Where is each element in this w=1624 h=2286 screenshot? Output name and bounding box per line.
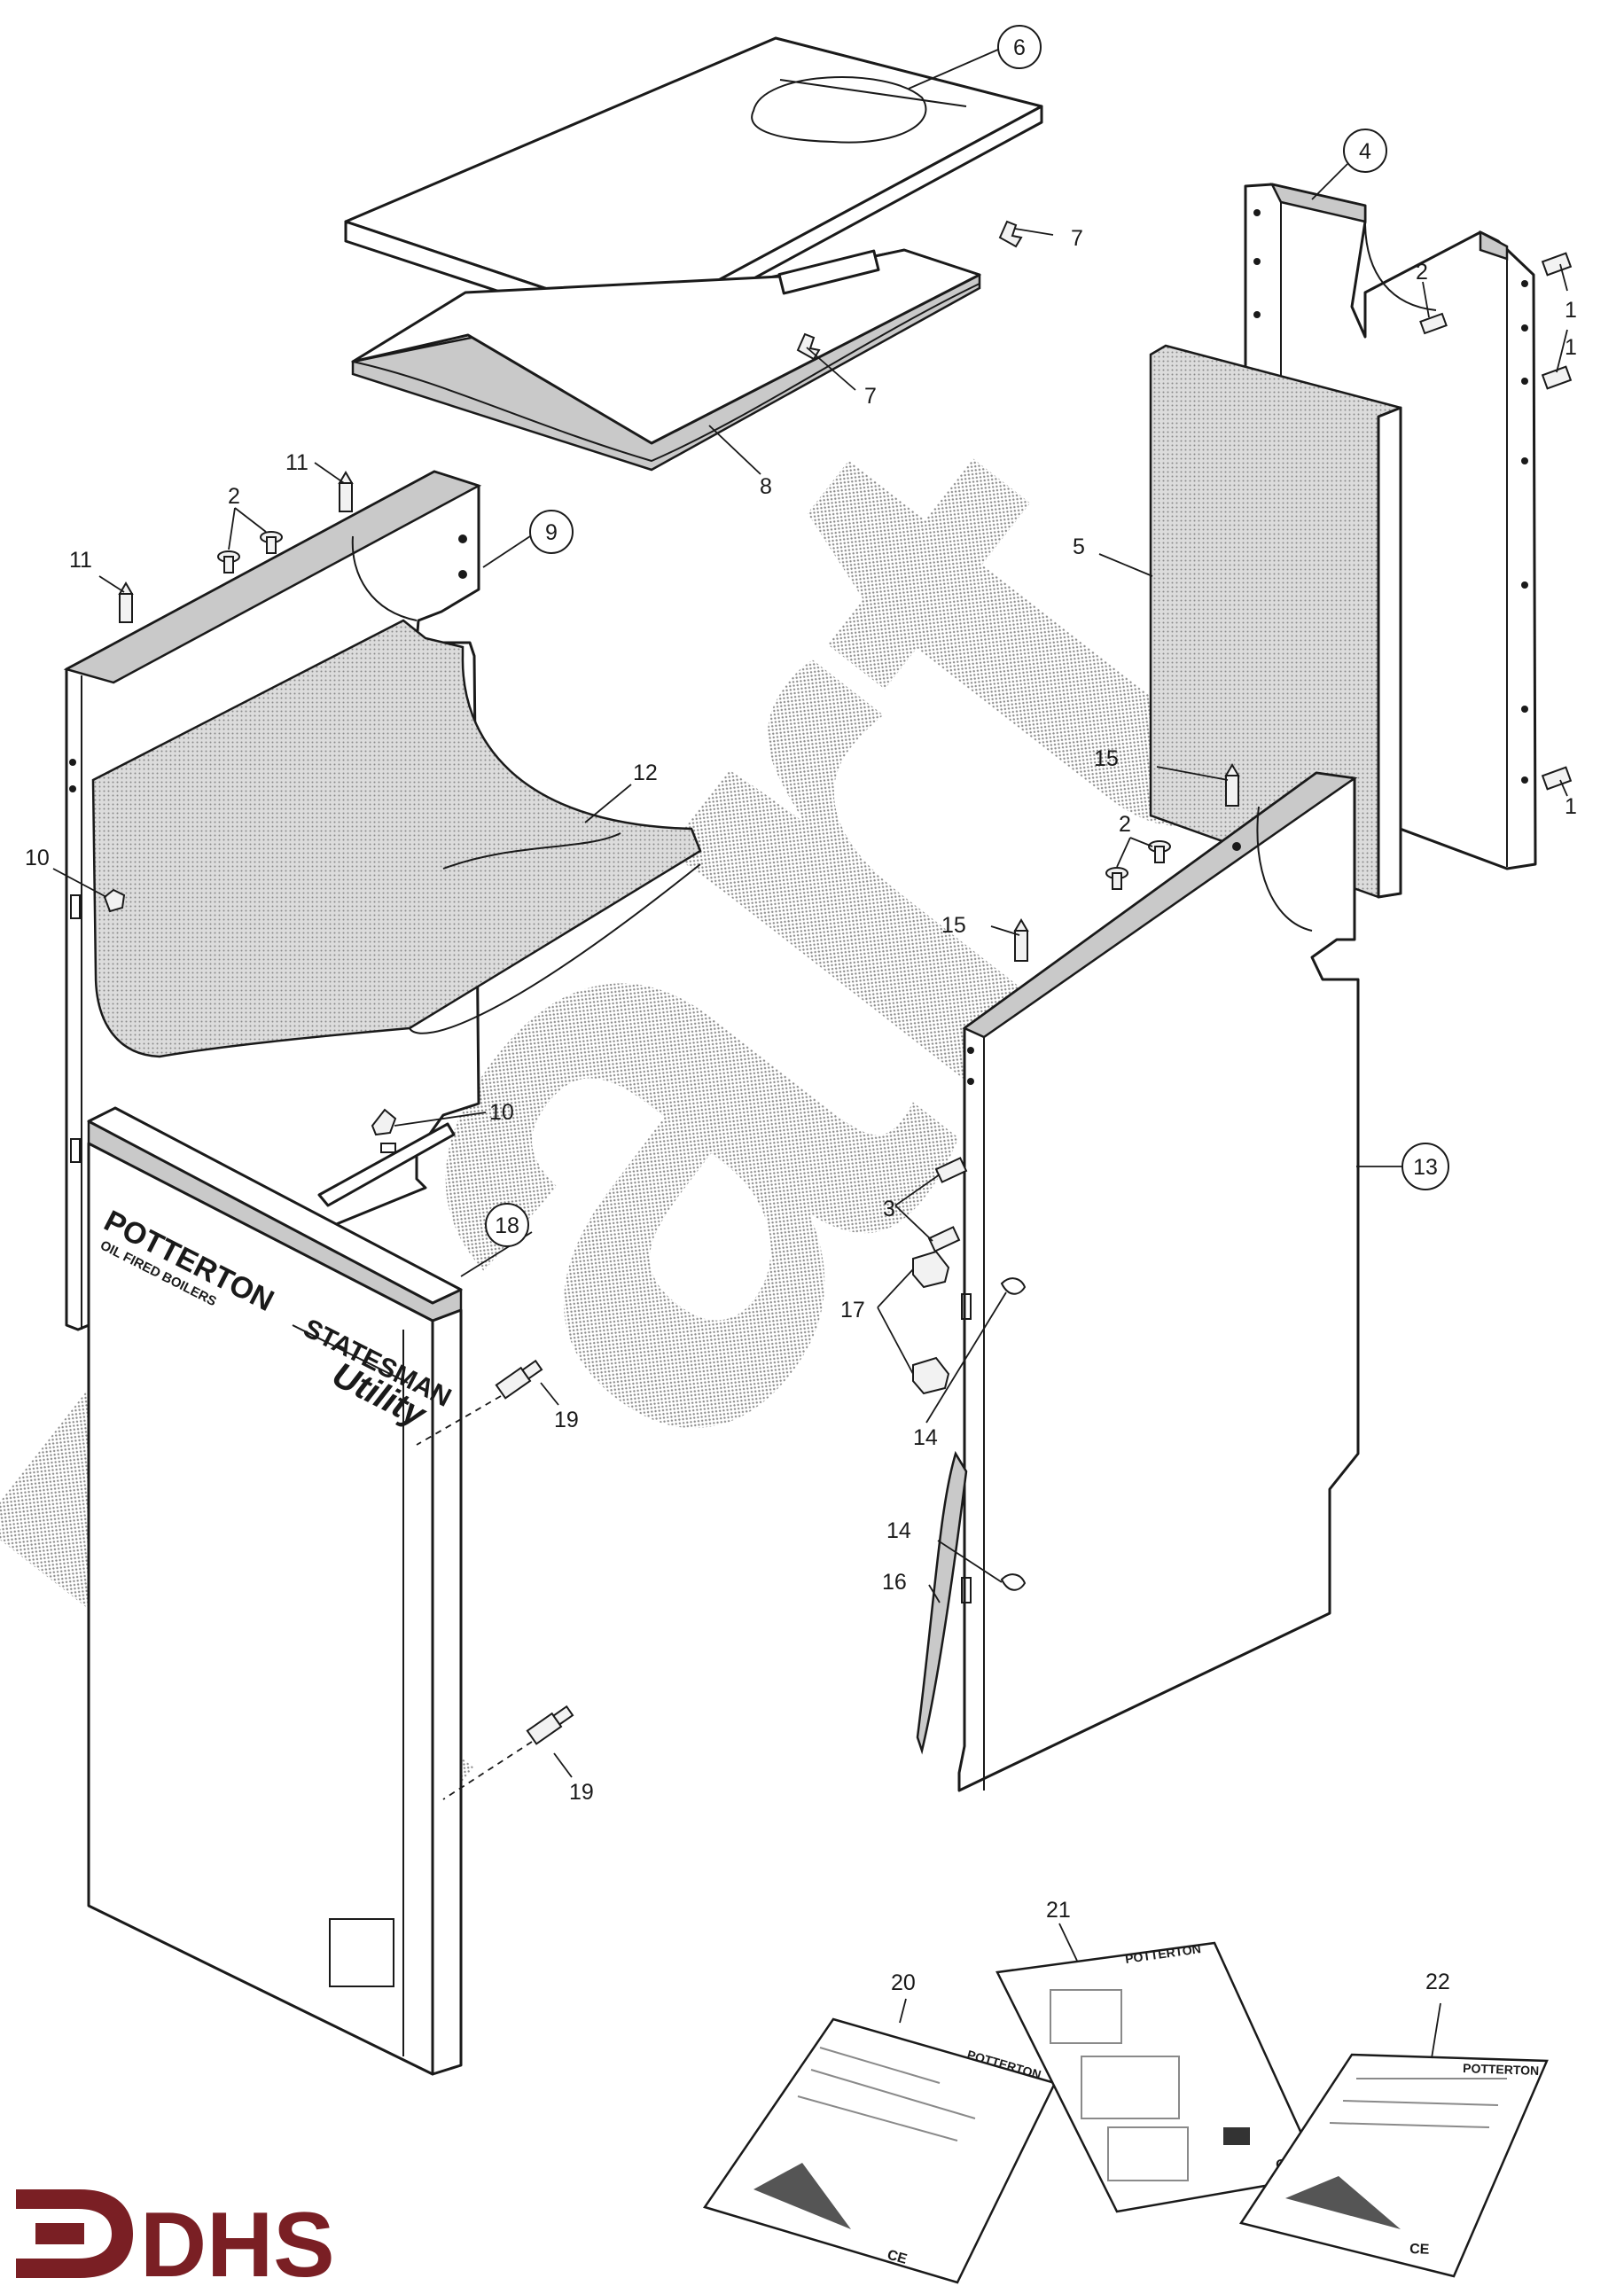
callout-19-lower: 19 (569, 1780, 594, 1805)
svg-text:4: 4 (1359, 139, 1371, 164)
callout-leaders (52, 48, 1568, 2059)
part-19-studs (416, 1359, 574, 1800)
callout-20: 20 (891, 1970, 916, 1995)
dhs-logo: DHS (16, 2189, 335, 2286)
callout-14-upper: 14 (913, 1425, 938, 1450)
callout-5: 5 (1073, 534, 1085, 559)
svg-text:9: 9 (545, 520, 558, 545)
part-20-document: POTTERTON CE (703, 2017, 1057, 2284)
svg-text:13: 13 (1413, 1155, 1438, 1180)
part-1-screws (1541, 252, 1573, 791)
part-8-insulation-pad (351, 248, 981, 472)
part-11-studs (118, 471, 354, 623)
callout-19-upper: 19 (554, 1408, 579, 1432)
part-13-right-side-panel (916, 771, 1360, 1792)
callout-22: 22 (1425, 1970, 1450, 1994)
doc-20-ce: CE (886, 2248, 909, 2268)
dhs-arrow-icon (16, 2189, 133, 2278)
part-10-clips (103, 888, 456, 1207)
callout-4: 4 (1343, 129, 1387, 173)
doc-22-brand: POTTERTON (1463, 2061, 1540, 2078)
svg-text:18: 18 (495, 1213, 519, 1238)
callout-1-mid: 1 (1565, 335, 1577, 360)
callout-1-bottom: 1 (1565, 794, 1577, 819)
part-15-studs (1013, 763, 1240, 962)
plain-callouts: 7 7 8 2 1 1 1 5 2 11 11 12 10 10 15 2 15… (25, 226, 1577, 1995)
callout-11-top: 11 (285, 450, 308, 475)
callout-6: 6 (997, 25, 1042, 69)
callout-8: 8 (760, 474, 772, 499)
part-12-base-tray (91, 619, 702, 1058)
callout-10-left: 10 (25, 846, 50, 870)
part-21-document: POTTERTON CE (995, 1941, 1323, 2213)
callout-21: 21 (1046, 1898, 1071, 1923)
callout-7-top: 7 (1071, 226, 1083, 251)
callout-11-left: 11 (69, 548, 92, 573)
callout-17: 17 (840, 1298, 865, 1322)
callout-15-right: 15 (1094, 746, 1119, 771)
callout-18: 18 (485, 1203, 529, 1247)
part-18-front-panel: POTTERTON OIL FIRED BOILERS STATESMAN Ut… (87, 1106, 463, 2076)
callout-7-lower: 7 (864, 384, 877, 409)
svg-text:6: 6 (1013, 35, 1026, 60)
callout-9: 9 (529, 510, 574, 554)
part-22-document: POTTERTON CE (1238, 2053, 1549, 2278)
callout-13: 13 (1401, 1143, 1449, 1190)
callout-2-right: 2 (1119, 812, 1131, 837)
callout-14-lower: 14 (886, 1518, 911, 1543)
callout-2-rear: 2 (1416, 260, 1428, 285)
doc-22-ce: CE (1409, 2242, 1430, 2258)
callout-3: 3 (883, 1197, 895, 1221)
callout-1-top: 1 (1565, 298, 1577, 323)
part-14-clips (1000, 1277, 1027, 1591)
callout-16: 16 (882, 1570, 907, 1595)
part-5-rear-insulation (1149, 344, 1402, 899)
part-2-screws (217, 312, 1448, 890)
callout-15-left: 15 (941, 913, 966, 938)
dhs-logo-text: DHS (140, 2194, 335, 2286)
callout-10-base: 10 (489, 1100, 514, 1125)
callout-12: 12 (633, 761, 658, 785)
callout-2-left: 2 (228, 484, 240, 509)
